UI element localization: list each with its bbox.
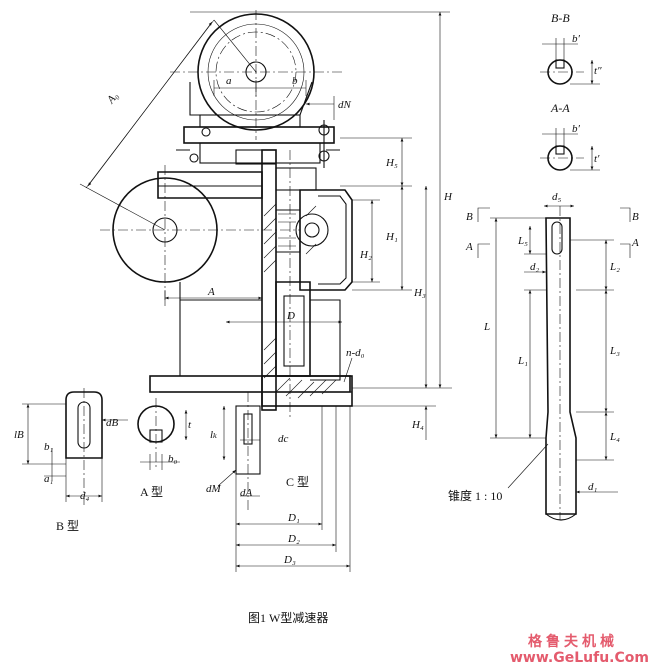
label-L3: L₃: [609, 345, 620, 357]
label-H2: H₂: [359, 249, 372, 261]
reducer-housing: [100, 120, 353, 510]
label-dN: dN: [338, 99, 352, 111]
label-Ao: A₀: [104, 90, 121, 107]
label-n-do: n-d₀: [346, 347, 365, 359]
label-d4: d₄: [80, 490, 90, 502]
type-label-a: A 型: [140, 485, 163, 499]
label-D: D: [286, 310, 295, 322]
section-bb: [540, 38, 600, 85]
label-D2: D₂: [287, 533, 300, 545]
label-b-prime-aa: b′: [572, 123, 581, 135]
label-b1: b₁: [44, 441, 54, 453]
label-t-prime: t′: [594, 153, 600, 165]
label-sec-A-right: A: [631, 237, 639, 249]
watermark-url: www.GeLufu.Com: [510, 650, 649, 666]
label-H1: H₁: [385, 231, 398, 243]
section-aa: [540, 128, 600, 171]
tapered-shaft-detail: [477, 204, 631, 521]
label-D3: D₃: [283, 554, 296, 566]
label-t: t: [188, 419, 192, 431]
label-L5: L₅: [517, 235, 528, 247]
label-dA: dA: [240, 487, 253, 499]
section-title-bb: B-B: [551, 11, 570, 25]
label-H: H: [443, 191, 453, 203]
type-label-b: B 型: [56, 519, 79, 533]
type-label-c: C 型: [286, 475, 309, 489]
label-t-dprime: t″: [594, 65, 602, 77]
shaft-end-b-type: [22, 388, 128, 505]
label-bo: b₀: [168, 453, 178, 465]
label-dB: dB: [106, 417, 119, 429]
label-d2: d₂: [530, 261, 540, 273]
label-H5: H₅: [385, 157, 398, 169]
label-lB: lB: [14, 429, 24, 441]
watermark-cn: 格鲁夫机械: [528, 633, 618, 650]
section-title-aa: A-A: [550, 101, 570, 115]
label-dc: dc: [278, 433, 289, 445]
label-lk: lₖ: [210, 429, 217, 441]
label-b: b: [292, 75, 298, 87]
label-L1: L₁: [517, 355, 528, 367]
dimension-labels: A₀ a b dN H H₅ H₁ H₂ H₃ H₄ A D n-d₀ D₁ D…: [14, 33, 639, 566]
label-b-prime-bb: b′: [572, 33, 581, 45]
label-sec-A-left: A: [465, 241, 473, 253]
label-dM: dM: [206, 483, 222, 495]
label-H3: H₃: [413, 287, 426, 299]
label-a1: a₁: [44, 473, 54, 485]
label-d1: d₁: [588, 481, 598, 493]
label-H4: H₄: [411, 419, 424, 431]
label-A: A: [207, 286, 215, 298]
label-a: a: [226, 75, 232, 87]
label-L4: L₄: [609, 431, 620, 443]
figure-caption: 图1 W型减速器: [248, 611, 328, 625]
shaft-end-a-type: [137, 398, 188, 470]
label-sec-B-left: B: [466, 211, 473, 223]
label-L: L: [483, 321, 490, 333]
label-d5: d₅: [552, 191, 562, 203]
label-sec-B-right: B: [632, 211, 639, 223]
dimension-lines: [79, 11, 452, 572]
label-D1: D₁: [287, 512, 300, 524]
label-L2: L₂: [609, 261, 620, 273]
taper-label: 锥度 1 : 10: [448, 488, 502, 503]
